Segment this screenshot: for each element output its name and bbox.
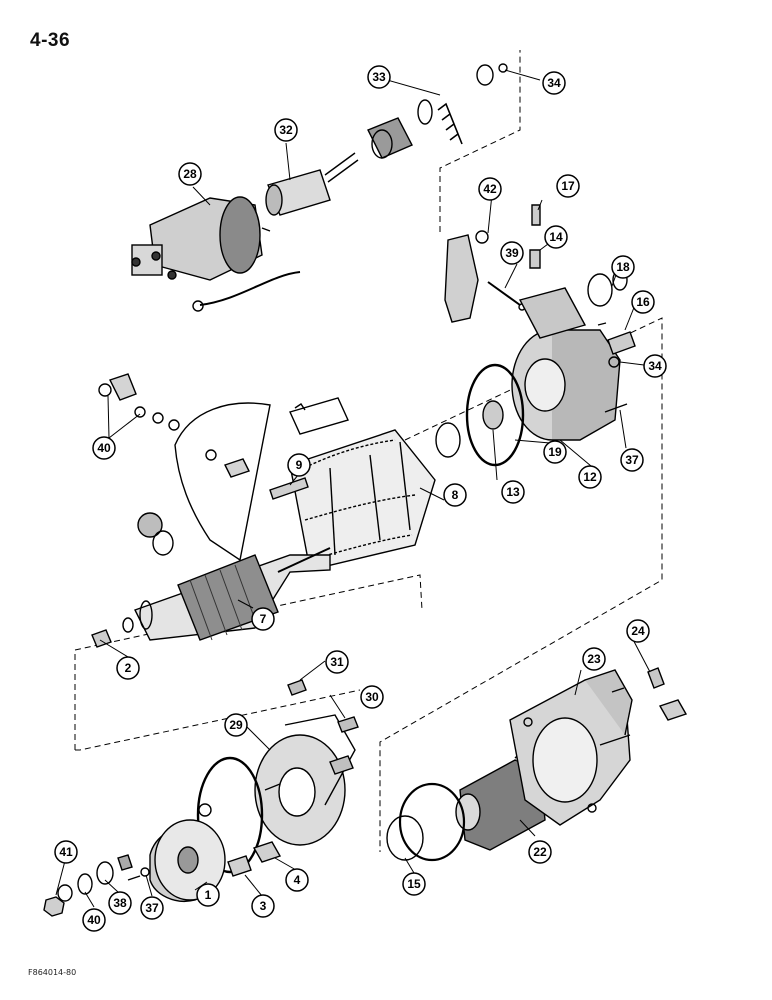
callout-4: 4 — [285, 868, 309, 892]
svg-text:24: 24 — [631, 624, 645, 638]
callout-16: 16 — [631, 290, 655, 314]
callout-30: 30 — [360, 685, 384, 709]
svg-text:29: 29 — [229, 718, 243, 732]
callout-34-top: 34 — [542, 71, 566, 95]
callout-19: 19 — [543, 440, 567, 464]
svg-text:31: 31 — [330, 655, 344, 669]
callout-29: 29 — [224, 713, 248, 737]
callout-3: 3 — [251, 894, 275, 918]
svg-text:7: 7 — [260, 612, 267, 626]
callout-31: 31 — [325, 650, 349, 674]
svg-text:23: 23 — [587, 652, 601, 666]
shift-lever-part — [444, 230, 526, 323]
solenoid-part — [131, 196, 301, 312]
o-ring-part — [196, 756, 264, 874]
callout-32: 32 — [274, 118, 298, 142]
svg-text:12: 12 — [583, 470, 597, 484]
callout-15: 15 — [402, 872, 426, 896]
callout-1: 1 — [196, 883, 220, 907]
callout-41: 41 — [54, 840, 78, 864]
callout-2: 2 — [116, 656, 140, 680]
svg-text:15: 15 — [407, 877, 421, 891]
nose-housing-part — [509, 669, 633, 826]
svg-text:22: 22 — [533, 845, 547, 859]
svg-text:14: 14 — [549, 230, 563, 244]
insulator-and-terminal-parts — [98, 373, 349, 562]
callout-37-left: 37 — [140, 896, 164, 920]
svg-text:34: 34 — [648, 359, 662, 373]
callout-38: 38 — [108, 891, 132, 915]
housing-small-parts — [597, 322, 636, 413]
svg-text:3: 3 — [260, 899, 267, 913]
end-frame-part — [149, 803, 282, 902]
callout-7: 7 — [251, 607, 275, 631]
field-frame-part — [289, 429, 436, 571]
svg-text:16: 16 — [636, 295, 650, 309]
callout-42: 42 — [478, 177, 502, 201]
svg-text:4: 4 — [294, 873, 301, 887]
svg-text:19: 19 — [548, 445, 562, 459]
callout-12: 12 — [578, 465, 602, 489]
bolt-and-bushing-parts — [611, 667, 688, 721]
callout-40-lower: 40 — [82, 908, 106, 932]
svg-text:39: 39 — [505, 246, 519, 260]
svg-text:37: 37 — [145, 901, 159, 915]
callout-17: 17 — [556, 174, 580, 198]
seal-ring-part — [435, 363, 525, 467]
svg-text:40: 40 — [97, 441, 111, 455]
svg-text:41: 41 — [59, 845, 73, 859]
callout-40-upper: 40 — [92, 436, 116, 460]
svg-text:2: 2 — [125, 661, 132, 675]
svg-text:18: 18 — [616, 260, 630, 274]
callout-13: 13 — [501, 480, 525, 504]
callout-14: 14 — [544, 225, 568, 249]
assembly-guide-lines — [74, 50, 663, 852]
plunger-part — [265, 152, 359, 216]
svg-text:28: 28 — [183, 167, 197, 181]
callout-28: 28 — [178, 162, 202, 186]
svg-text:33: 33 — [372, 70, 386, 84]
svg-text:38: 38 — [113, 896, 127, 910]
callout-39: 39 — [500, 241, 524, 265]
svg-text:17: 17 — [561, 179, 575, 193]
callout-33: 33 — [367, 65, 391, 89]
callout-34-right: 34 — [643, 354, 667, 378]
fastener-stack — [43, 854, 150, 917]
svg-text:37: 37 — [625, 453, 639, 467]
callout-9: 9 — [287, 453, 311, 477]
svg-text:32: 32 — [279, 123, 293, 137]
svg-text:9: 9 — [296, 458, 303, 472]
boot-spring-assembly — [367, 63, 508, 159]
callout-22: 22 — [528, 840, 552, 864]
callout-18: 18 — [611, 255, 635, 279]
svg-text:1: 1 — [205, 888, 212, 902]
pin-bushing-parts — [529, 204, 541, 269]
callout-23: 23 — [582, 647, 606, 671]
callouts: 1 2 3 4 7 8 9 12 13 14 15 16 17 18 19 22… — [54, 65, 667, 932]
figure-code: F864014-80 — [28, 968, 77, 977]
thrust-washer-parts — [386, 782, 466, 862]
callout-24: 24 — [626, 619, 650, 643]
svg-text:13: 13 — [506, 485, 520, 499]
drive-housing-part — [511, 269, 628, 441]
armature-part — [91, 547, 331, 648]
callout-37-right: 37 — [620, 448, 644, 472]
page-number: 4-36 — [30, 30, 71, 51]
brush-plate-part — [254, 679, 359, 846]
svg-text:30: 30 — [365, 690, 379, 704]
svg-text:42: 42 — [483, 182, 497, 196]
svg-text:34: 34 — [547, 76, 561, 90]
svg-text:8: 8 — [452, 488, 459, 502]
callout-8: 8 — [443, 483, 467, 507]
svg-text:40: 40 — [87, 913, 101, 927]
